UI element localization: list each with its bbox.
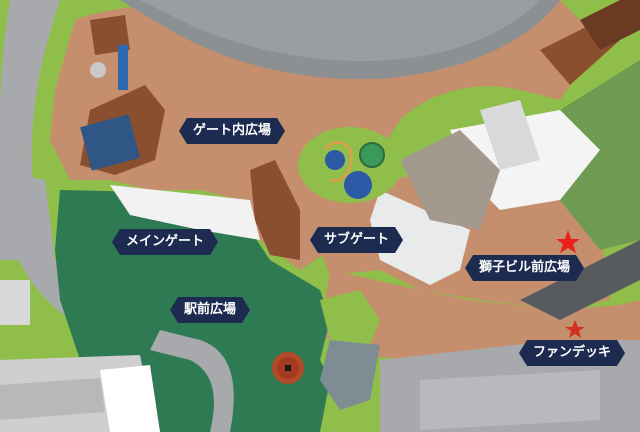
red-star-icon: [556, 230, 580, 253]
parking-stalls: [420, 370, 600, 430]
sub-gate-building: [370, 190, 470, 285]
plaza-gray-building: [400, 130, 500, 230]
playground-blue-dome: [344, 171, 372, 199]
building-bottom-left-2: [100, 365, 160, 432]
lower-walkway: [320, 270, 640, 360]
shishi-bldg-plaza-label[interactable]: 獅子ビル前広場: [465, 255, 584, 281]
small-red-marker-icon: [565, 320, 585, 338]
left-road-branch: [0, 170, 55, 260]
sub-gate-wood-deck: [250, 160, 300, 260]
fan-deck-walkway: [520, 240, 640, 320]
playground-blue-ring: [325, 150, 345, 170]
white-path: [110, 185, 260, 240]
round-structure: [90, 62, 106, 78]
main-gate-building: [80, 114, 141, 171]
sub-gate-label[interactable]: サブゲート: [310, 227, 403, 253]
station-path: [150, 330, 234, 432]
platform: [0, 378, 105, 420]
blue-bar: [118, 45, 128, 90]
stadium-roof-inner: [140, 0, 540, 62]
top-right-wood-deck-2: [580, 0, 640, 50]
practice-field: [560, 60, 640, 250]
playground-green-dome: [359, 142, 385, 168]
left-road: [0, 0, 160, 360]
fan-deck-label[interactable]: ファンデッキ: [519, 340, 625, 366]
shishi-building-annex: [480, 100, 540, 170]
lawn-small: [320, 290, 380, 345]
station-plaza-label[interactable]: 駅前広場: [170, 297, 250, 323]
building-left: [0, 280, 30, 325]
playground-track: [323, 141, 353, 183]
gate-inner-plaza-label[interactable]: ゲート内広場: [179, 118, 285, 144]
stairs: [320, 340, 380, 410]
main-gate-label[interactable]: メインゲート: [112, 229, 218, 255]
